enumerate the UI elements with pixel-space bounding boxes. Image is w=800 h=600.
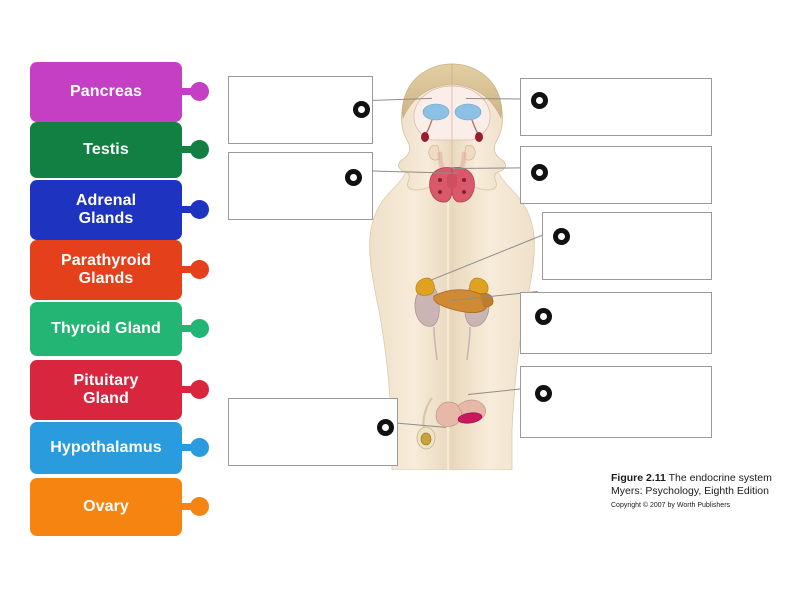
connector-dot-testis xyxy=(190,140,209,159)
anchor-ring-icon xyxy=(535,385,552,402)
label-chip-parathyroid-glands-text: Parathyroid Glands xyxy=(60,252,151,287)
caption-copyright: Copyright © 2007 by Worth Publishers xyxy=(611,501,731,509)
label-chip-adrenal-glands-text: Adrenal Glands xyxy=(75,192,137,227)
label-chip-parathyroid-glands[interactable]: Parathyroid Glands xyxy=(30,240,182,300)
drop-box-right-4[interactable] xyxy=(520,292,712,354)
caption-figure-title: The endocrine system xyxy=(668,472,772,484)
connector-stem-pancreas xyxy=(180,88,197,95)
connector-stem-pituitary-gland xyxy=(180,386,197,393)
leader-line-right-3 xyxy=(430,233,546,281)
caption-source: Myers: Psychology, Eighth Edition xyxy=(611,485,769,498)
label-chip-hypothalamus[interactable]: Hypothalamus xyxy=(30,422,182,474)
label-chip-ovary[interactable]: Ovary xyxy=(30,478,182,536)
connector-stem-thyroid-gland xyxy=(180,325,197,332)
connector-stem-hypothalamus xyxy=(180,444,197,451)
anchor-ring-icon xyxy=(531,92,548,109)
connector-stem-adrenal-glands xyxy=(180,206,197,213)
drop-box-right-5[interactable] xyxy=(520,366,712,438)
drop-box-right-1[interactable] xyxy=(520,78,712,136)
label-chip-pancreas-text: Pancreas xyxy=(70,83,142,101)
connector-stem-testis xyxy=(180,146,197,153)
connector-dot-ovary xyxy=(190,497,209,516)
label-chip-pituitary-gland-text: Pituitary Gland xyxy=(73,372,139,407)
label-chip-pancreas[interactable]: Pancreas xyxy=(30,62,182,122)
anchor-ring-icon xyxy=(353,101,370,118)
anchor-ring-icon xyxy=(345,169,362,186)
caption-figure-number: Figure 2.11 xyxy=(611,472,666,484)
label-chip-pituitary-gland[interactable]: Pituitary Gland xyxy=(30,360,182,420)
anchor-ring-icon xyxy=(535,308,552,325)
connector-dot-pituitary-gland xyxy=(190,380,209,399)
connector-dot-adrenal-glands xyxy=(190,200,209,219)
connector-dot-parathyroid-glands xyxy=(190,260,209,279)
connector-stem-parathyroid-glands xyxy=(180,266,197,273)
connector-dot-thyroid-gland xyxy=(190,319,209,338)
drop-box-right-3[interactable] xyxy=(542,212,712,280)
figure-caption: Figure 2.11 The endocrine system Myers: … xyxy=(611,472,791,510)
label-chip-adrenal-glands[interactable]: Adrenal Glands xyxy=(30,180,182,240)
anchor-ring-icon xyxy=(553,228,570,245)
connector-stem-ovary xyxy=(180,503,197,510)
connector-dot-pancreas xyxy=(190,82,209,101)
drop-box-right-2[interactable] xyxy=(520,146,712,204)
label-chip-thyroid-gland-text: Thyroid Gland xyxy=(51,320,161,338)
anchor-ring-icon xyxy=(377,419,394,436)
leader-line-left-3 xyxy=(389,422,446,428)
drop-box-left-2[interactable] xyxy=(228,152,373,220)
drop-box-left-3[interactable] xyxy=(228,398,398,466)
label-chip-testis-text: Testis xyxy=(83,141,129,159)
label-chip-ovary-text: Ovary xyxy=(83,498,129,516)
connector-dot-hypothalamus xyxy=(190,438,209,457)
drop-box-left-1[interactable] xyxy=(228,76,373,144)
label-chip-thyroid-gland[interactable]: Thyroid Gland xyxy=(30,302,182,356)
label-chip-testis[interactable]: Testis xyxy=(30,122,182,178)
anchor-ring-icon xyxy=(531,164,548,181)
label-chip-hypothalamus-text: Hypothalamus xyxy=(50,439,162,457)
leader-line-left-1 xyxy=(370,97,432,101)
